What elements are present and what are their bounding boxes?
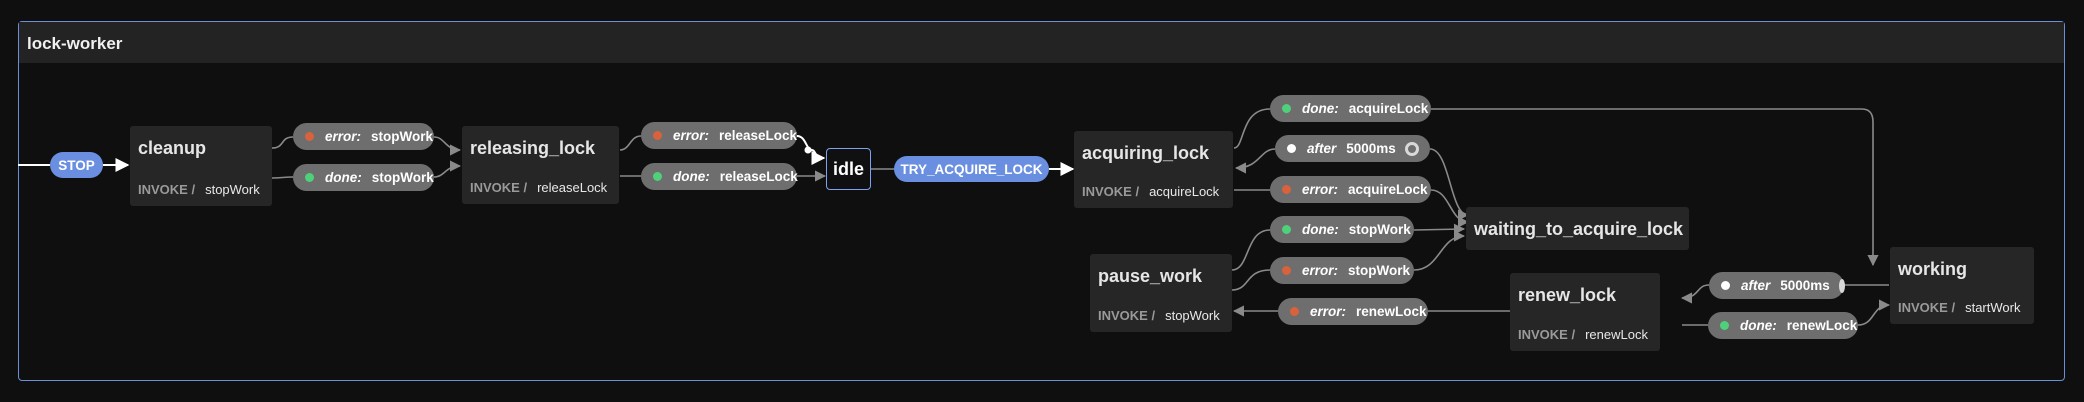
machine-title: lock-worker [27, 34, 123, 53]
event-release-error[interactable]: error: releaseLock [641, 122, 797, 149]
done-dot-icon [305, 173, 314, 182]
machine-header: lock-worker [19, 22, 2064, 63]
state-idle[interactable]: idle [826, 148, 871, 190]
done-dot-icon [1720, 321, 1729, 330]
state-name: cleanup [138, 138, 207, 158]
event-acquire-after[interactable]: after 5000ms [1275, 135, 1430, 162]
event-working-after[interactable]: after 5000ms [1709, 272, 1845, 299]
state-working[interactable]: working INVOKE /startWork [1890, 247, 2034, 324]
state-waiting-to-acquire-lock[interactable]: waiting_to_acquire_lock [1466, 207, 1689, 250]
error-dot-icon [1290, 307, 1299, 316]
event-renew-done[interactable]: done: renewLock [1708, 312, 1858, 339]
invoke-action: INVOKE /acquireLock [1082, 184, 1220, 199]
event-stop[interactable]: STOP [50, 152, 103, 178]
state-name: renew_lock [1518, 285, 1617, 305]
state-name: idle [832, 159, 864, 179]
state-cleanup[interactable]: cleanup INVOKE /stopWork [130, 126, 272, 206]
done-dot-icon [653, 172, 662, 181]
timer-icon [1838, 278, 1845, 293]
state-renew-lock[interactable]: renew_lock INVOKE /renewLock [1510, 273, 1660, 351]
state-pause-work[interactable]: pause_work INVOKE /stopWork [1090, 254, 1232, 332]
state-releasing-lock[interactable]: releasing_lock INVOKE /releaseLock [462, 126, 619, 204]
done-dot-icon [1282, 225, 1291, 234]
event-try-acquire-lock[interactable]: TRY_ACQUIRE_LOCK [894, 156, 1049, 182]
state-acquiring-lock[interactable]: acquiring_lock INVOKE /acquireLock [1074, 131, 1233, 208]
state-machine-container: lock-worker [18, 21, 2065, 381]
done-dot-icon [1282, 104, 1291, 113]
invoke-action: INVOKE /startWork [1898, 300, 2021, 315]
invoke-action: INVOKE /stopWork [1098, 308, 1220, 323]
error-dot-icon [1282, 266, 1291, 275]
error-dot-icon [1282, 185, 1291, 194]
invoke-action: INVOKE /stopWork [138, 182, 260, 197]
state-name: releasing_lock [470, 138, 596, 158]
event-release-done[interactable]: done: releaseLock [641, 163, 798, 190]
error-dot-icon [653, 131, 662, 140]
event-cleanup-error[interactable]: error: stopWork [293, 123, 434, 150]
timer-dot-icon [1721, 281, 1730, 290]
event-renew-error[interactable]: error: renewLock [1278, 298, 1428, 325]
invoke-action: INVOKE /renewLock [1518, 327, 1648, 342]
event-acquire-done[interactable]: done: acquireLock [1270, 95, 1431, 122]
timer-dot-icon [1287, 144, 1296, 153]
event-acquire-error[interactable]: error: acquireLock [1270, 176, 1431, 203]
event-cleanup-done[interactable]: done: stopWork [293, 164, 434, 191]
state-name: working [1898, 259, 1968, 279]
invoke-action: INVOKE /releaseLock [470, 180, 608, 195]
state-name: waiting_to_acquire_lock [1474, 219, 1684, 239]
state-name: pause_work [1098, 266, 1203, 286]
event-pause-error[interactable]: error: stopWork [1270, 257, 1414, 284]
timer-icon [1404, 141, 1419, 156]
event-pause-done[interactable]: done: stopWork [1270, 216, 1414, 243]
error-dot-icon [305, 132, 314, 141]
state-name: acquiring_lock [1082, 143, 1210, 163]
